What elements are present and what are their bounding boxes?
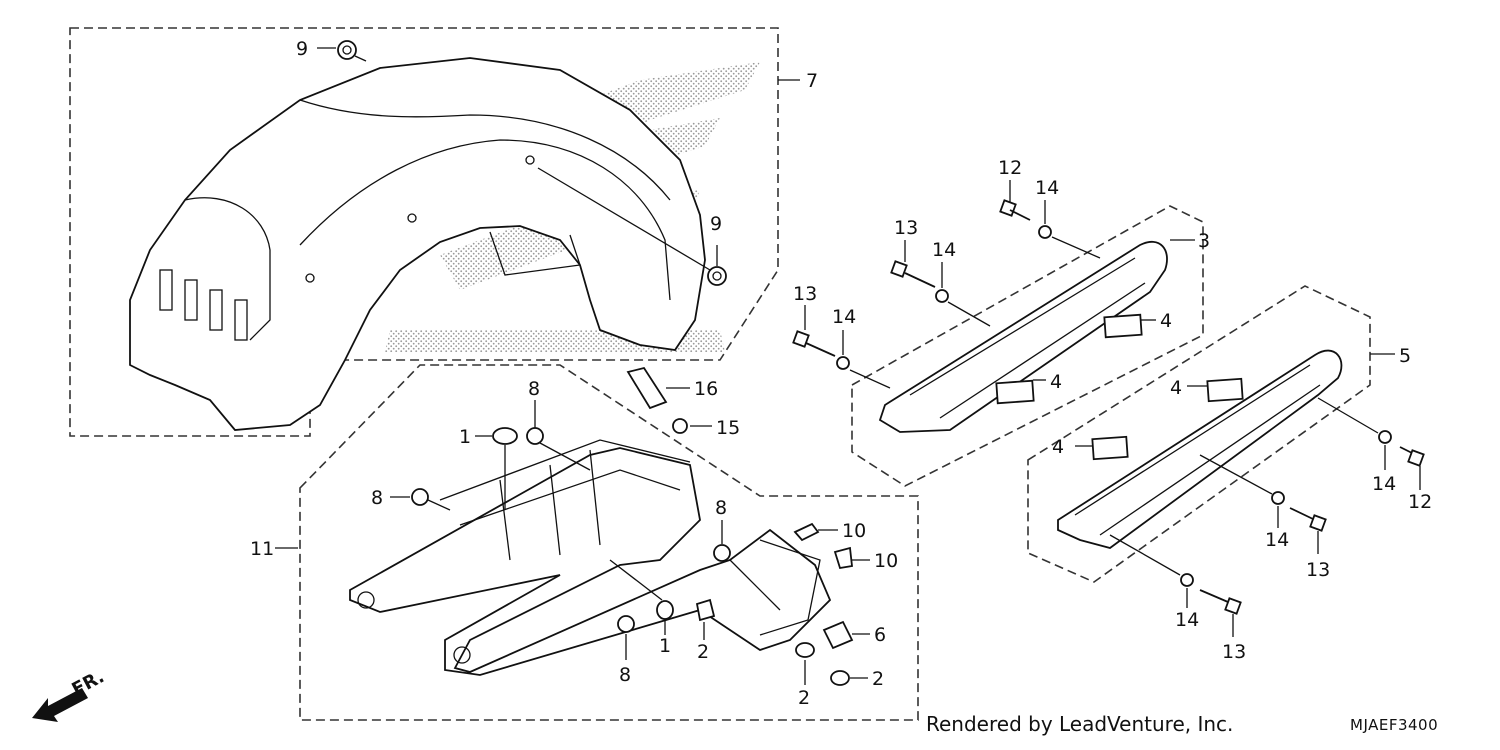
bolt-13-d bbox=[1199, 589, 1242, 637]
bolt-13-c bbox=[1289, 507, 1327, 554]
callout-5: 5 bbox=[1399, 345, 1411, 367]
callout-14-d: 14 bbox=[1372, 473, 1396, 495]
callout-12-upper: 12 bbox=[998, 157, 1022, 179]
nut-8-left bbox=[390, 488, 451, 511]
callout-10-b: 10 bbox=[874, 550, 898, 572]
screw-15 bbox=[672, 418, 712, 434]
callout-11: 11 bbox=[250, 538, 274, 560]
cushion-6 bbox=[822, 620, 870, 650]
callout-12-lower: 12 bbox=[1408, 491, 1432, 513]
front-direction-arrow-icon: FR. bbox=[32, 666, 108, 722]
diagram-code: MJAEF3400 bbox=[1350, 716, 1439, 734]
washer-14-e bbox=[1199, 454, 1285, 528]
group-box-fender bbox=[69, 27, 779, 437]
side-rail-lower-part bbox=[1057, 349, 1395, 549]
callout-8-left: 8 bbox=[371, 487, 383, 509]
callout-14-a: 14 bbox=[1035, 177, 1059, 199]
callout-7: 7 bbox=[806, 70, 818, 92]
bolt-12-lower bbox=[1399, 446, 1425, 490]
side-rail-upper-part bbox=[878, 239, 1195, 433]
bracket-16 bbox=[626, 366, 690, 410]
bolt-12-upper bbox=[999, 180, 1031, 221]
callout-14-f: 14 bbox=[1175, 609, 1199, 631]
nut-8-right bbox=[713, 520, 731, 562]
callout-14-c: 14 bbox=[832, 306, 856, 328]
nut-2-b bbox=[795, 642, 815, 685]
callout-10-a: 10 bbox=[842, 520, 866, 542]
nut-9-right bbox=[537, 167, 727, 286]
callout-9-top: 9 bbox=[296, 38, 308, 60]
callout-2-c: 2 bbox=[872, 668, 884, 690]
callout-3: 3 bbox=[1198, 230, 1210, 252]
rear-fender-part bbox=[129, 57, 706, 431]
washer-14-c bbox=[836, 330, 891, 389]
callout-4-d: 4 bbox=[1052, 436, 1064, 458]
callout-8-bottom: 8 bbox=[619, 664, 631, 686]
washer-14-d bbox=[1317, 397, 1392, 470]
callout-14-e: 14 bbox=[1265, 529, 1289, 551]
grommet-1-top bbox=[475, 427, 518, 510]
nut-9-top bbox=[317, 40, 367, 62]
group-box-frame bbox=[299, 364, 919, 721]
bolt-13-a bbox=[890, 240, 936, 288]
group-box-rail-lower bbox=[1027, 285, 1371, 583]
callout-2-a: 2 bbox=[697, 641, 709, 663]
callout-13-c: 13 bbox=[1306, 559, 1330, 581]
callout-4-a: 4 bbox=[1160, 310, 1172, 332]
callout-1-bottom: 1 bbox=[659, 635, 671, 657]
callout-13-b: 13 bbox=[793, 283, 817, 305]
nut-8-bottom bbox=[617, 615, 635, 660]
clip-10-b bbox=[833, 546, 870, 570]
grommet-1-bottom bbox=[609, 559, 674, 635]
washer-14-b bbox=[935, 262, 991, 327]
callout-9-right: 9 bbox=[710, 213, 722, 235]
callout-2-b: 2 bbox=[798, 687, 810, 709]
callout-16: 16 bbox=[694, 378, 718, 400]
callout-14-b: 14 bbox=[932, 239, 956, 261]
callout-6: 6 bbox=[874, 624, 886, 646]
render-credit: Rendered by LeadVenture, Inc. bbox=[926, 712, 1234, 736]
callout-8-right: 8 bbox=[715, 497, 727, 519]
nut-8-top bbox=[526, 400, 591, 471]
callout-15: 15 bbox=[716, 417, 740, 439]
fender-vent-slots bbox=[159, 269, 248, 341]
group-box-rail-upper bbox=[851, 205, 1204, 487]
callout-4-c: 4 bbox=[1170, 377, 1182, 399]
washer-14-a bbox=[1038, 200, 1101, 259]
callout-13-d: 13 bbox=[1222, 641, 1246, 663]
callout-4-b: 4 bbox=[1050, 371, 1062, 393]
callout-13-a: 13 bbox=[894, 217, 918, 239]
washer-14-f bbox=[1109, 534, 1194, 608]
nut-2-a bbox=[695, 598, 716, 640]
rear-subframe-part bbox=[275, 439, 832, 676]
callout-1-top: 1 bbox=[459, 426, 471, 448]
nut-2-c bbox=[830, 670, 868, 686]
callout-8-top: 8 bbox=[528, 378, 540, 400]
clip-10-a bbox=[793, 522, 838, 542]
bolt-13-b bbox=[792, 305, 836, 357]
